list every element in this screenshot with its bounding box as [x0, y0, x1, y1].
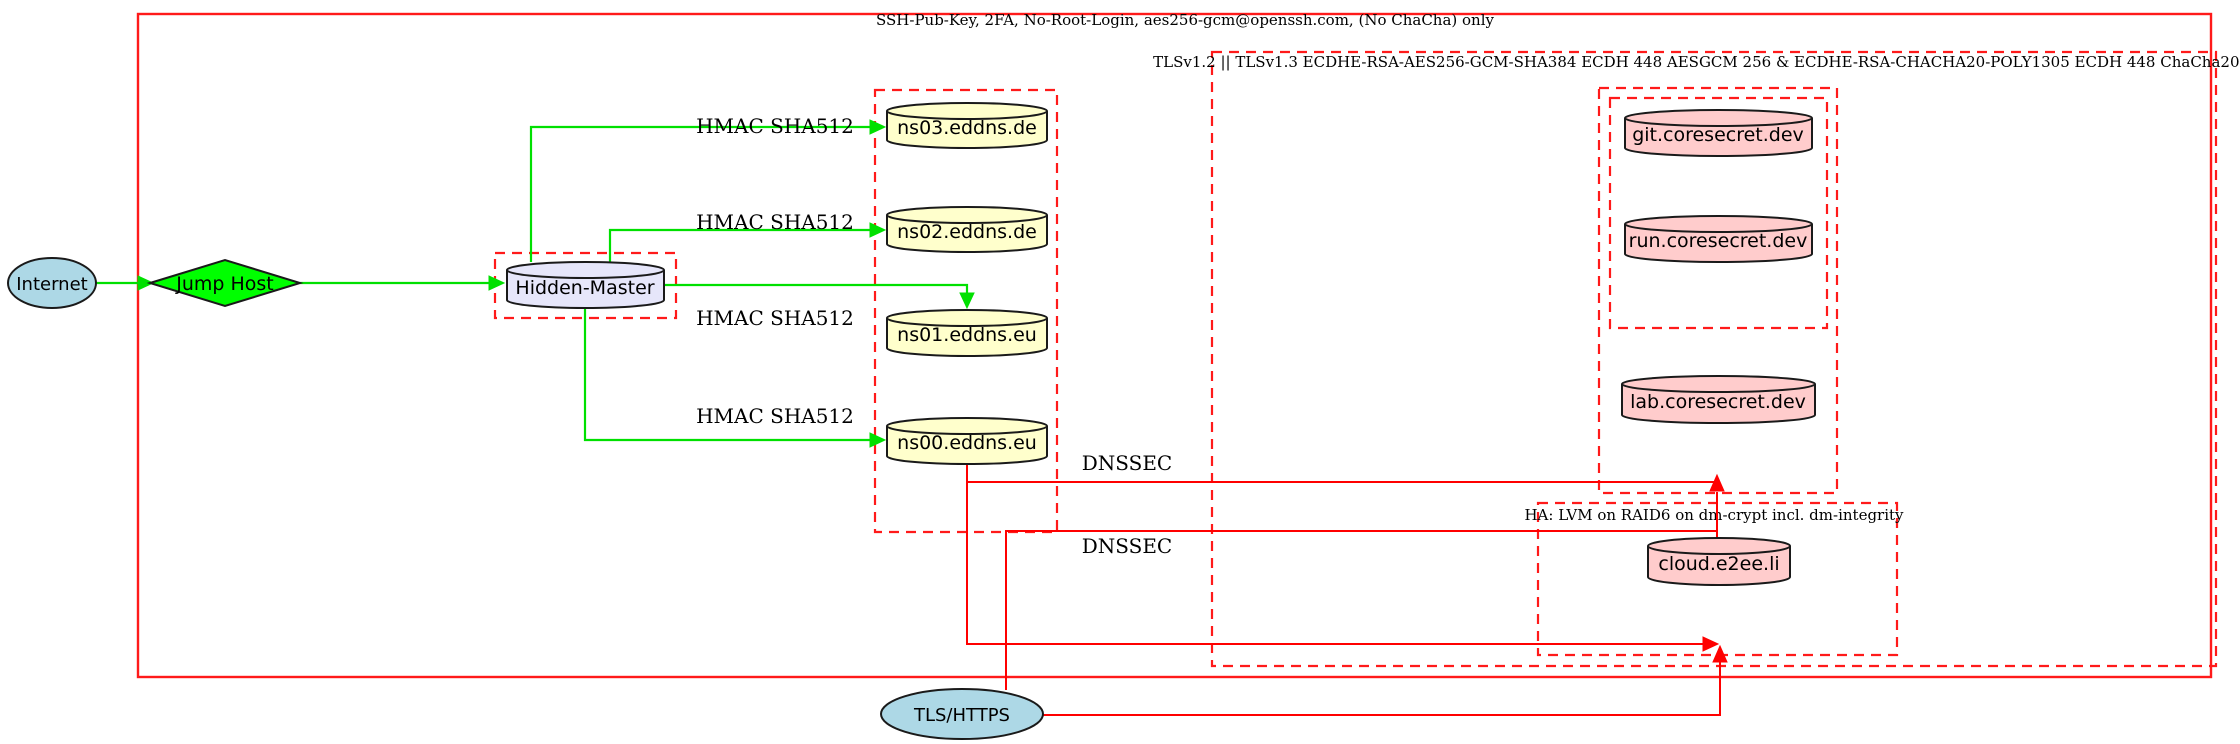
edge-hiddenmaster-ns01: [664, 283, 975, 310]
cluster-ha-label: HA: LVM on RAID6 on dm-crypt incl. dm-in…: [1524, 506, 1904, 524]
edge-dnssec-coresecret: [966, 464, 1725, 492]
node-lab: lab.coresecret.dev: [1621, 375, 1816, 424]
node-ns03: ns03.eddns.de: [886, 102, 1048, 149]
edge-label-hmac-ns02: HMAC SHA512: [696, 210, 854, 234]
node-cloud: cloud.e2ee.li: [1647, 537, 1791, 586]
edge-hiddenmaster-ns00: [583, 308, 887, 448]
node-git-label: git.coresecret.dev: [1632, 124, 1804, 146]
node-ns02-label: ns02.eddns.de: [897, 221, 1037, 243]
node-ns01-label: ns01.eddns.eu: [897, 324, 1037, 346]
node-hidden-master-label: Hidden-Master: [515, 277, 654, 299]
node-ns00-label: ns00.eddns.eu: [897, 432, 1037, 454]
edge-label-hmac-ns00: HMAC SHA512: [696, 404, 854, 428]
node-ns00: ns00.eddns.eu: [886, 417, 1048, 465]
node-run-label: run.coresecret.dev: [1629, 230, 1808, 252]
node-hidden-master: Hidden-Master: [506, 261, 665, 309]
edge-label-hmac-ns01: HMAC SHA512: [696, 306, 854, 330]
node-internet: Internet: [7, 257, 97, 309]
cluster-ssh-box: [136, 12, 2213, 679]
node-tls-https-label: TLS/HTTPS: [913, 705, 1010, 726]
node-cloud-label: cloud.e2ee.li: [1658, 553, 1779, 575]
edge-jumphost-hiddenmaster: [300, 275, 506, 291]
node-ns02: ns02.eddns.de: [886, 206, 1048, 253]
edge-label-dnssec-1: DNSSEC: [1082, 451, 1173, 475]
edge-dnssec-lower: [966, 482, 1720, 652]
node-ns01: ns01.eddns.eu: [886, 309, 1048, 357]
node-git: git.coresecret.dev: [1624, 109, 1813, 157]
edge-label-hmac-ns03: HMAC SHA512: [696, 114, 854, 138]
edge-internet-jumphost: [96, 275, 155, 291]
edge-hiddenmaster-ns03: [529, 119, 887, 262]
cluster-ssh-label: SSH-Pub-Key, 2FA, No-Root-Login, aes256-…: [876, 11, 1495, 29]
cluster-tls-label: TLSv1.2 || TLSv1.3 ECDHE-RSA-AES256-GCM-…: [1153, 53, 2240, 71]
node-internet-label: Internet: [16, 274, 87, 295]
cluster-coresecret-inner-box: [1608, 96, 1829, 330]
node-jump-host-label: Jump Host: [175, 273, 274, 295]
edge-tls-coresecret: [1005, 492, 1718, 690]
cluster-tls-box: [1210, 50, 2218, 668]
cluster-coresecret-outer-box: [1597, 86, 1839, 495]
node-tls-https: TLS/HTTPS: [880, 688, 1044, 740]
node-ns03-label: ns03.eddns.de: [897, 117, 1037, 139]
edge-tls-ha: [1043, 644, 1728, 716]
edge-hiddenmaster-ns02: [608, 222, 887, 262]
node-lab-label: lab.coresecret.dev: [1630, 391, 1806, 413]
edge-label-dnssec-2: DNSSEC: [1082, 534, 1173, 558]
node-run: run.coresecret.dev: [1624, 215, 1813, 263]
node-jump-host: Jump Host: [146, 258, 304, 308]
